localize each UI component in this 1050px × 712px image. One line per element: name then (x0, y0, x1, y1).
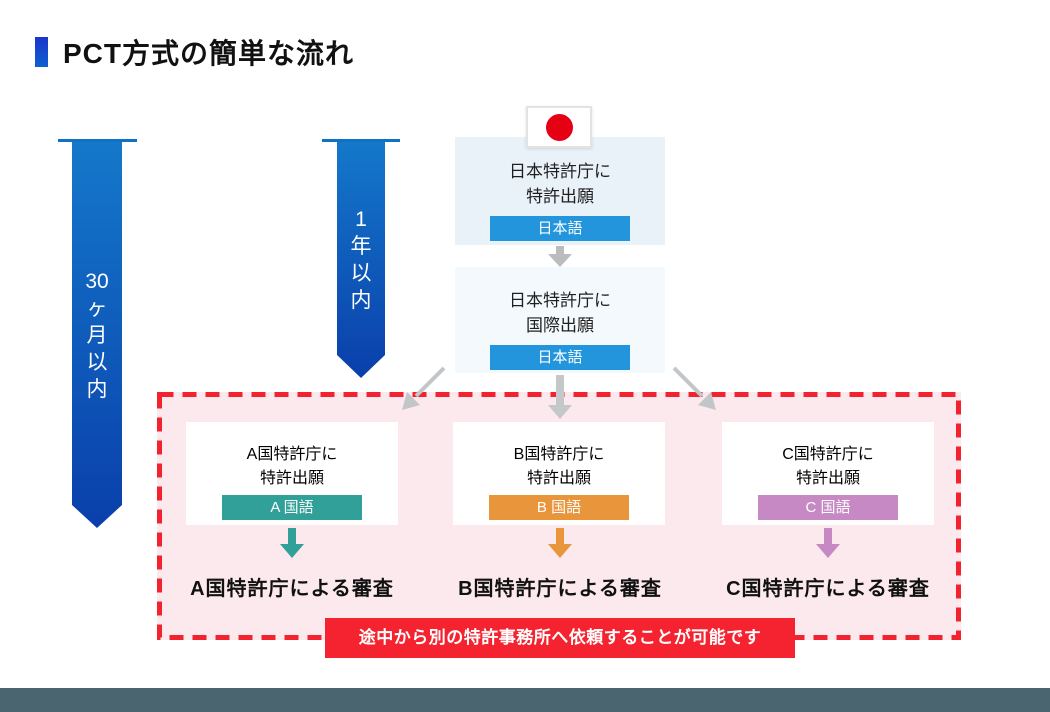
arrow-stem (556, 246, 564, 254)
timeline-30m-char: 月 (86, 323, 108, 347)
box-jp-patent-application: 日本特許庁に 特許出願 日本語 (455, 137, 665, 245)
exam-text-country-b: B国特許庁による審査 (458, 578, 662, 600)
arrow-down-center-icon (548, 375, 572, 419)
timeline-30m-char: ヶ (86, 296, 108, 320)
box-country-b-application: B国特許庁に 特許出願 B 国語 (453, 422, 665, 525)
box-text-line: 国際出願 (526, 316, 594, 335)
timeline-30m-char: 30 (85, 269, 109, 293)
arrow-head (280, 544, 304, 558)
bottom-background-band (0, 688, 1050, 712)
box-text-line: 特許出願 (526, 187, 594, 206)
language-badge-country-a: A 国語 (222, 495, 362, 520)
arrow-stem (556, 375, 564, 405)
arrow-down-icon (548, 246, 572, 267)
arrow-head (816, 544, 840, 558)
language-badge-country-b: B 国語 (489, 495, 629, 520)
box-jp-international-application: 日本特許庁に 国際出願 日本語 (455, 267, 665, 373)
arrow-country-b-icon (548, 528, 572, 558)
timeline-30m-cap (58, 139, 137, 142)
japan-flag-sun (545, 113, 573, 141)
timeline-1y-char: 年 (350, 235, 372, 258)
timeline-1y-char: 以 (350, 262, 372, 285)
arrow-head (548, 544, 572, 558)
timeline-1-year-arrow: 1 年 以 内 (337, 142, 385, 378)
box-text-line: 特許出願 (795, 470, 860, 487)
box-text-line: 特許出願 (259, 470, 324, 487)
timeline-1y-char: 内 (350, 289, 372, 312)
arrow-country-a-icon (280, 528, 304, 558)
exam-text-country-c: C国特許庁による審査 (726, 578, 930, 600)
arrow-head (548, 254, 572, 267)
box-text-line: B国特許庁に (513, 446, 605, 463)
language-badge-country-c: C 国語 (758, 495, 898, 520)
timeline-30-months-arrow: 30 ヶ 月 以 内 (72, 142, 122, 528)
arrow-head (548, 405, 572, 419)
timeline-30m-char: 以 (86, 350, 108, 374)
arrow-stem (556, 528, 564, 544)
box-text-line: 日本特許庁に (509, 291, 611, 310)
box-country-a-application: A国特許庁に 特許出願 A 国語 (186, 422, 398, 525)
arrow-diagonal-right-icon (672, 366, 716, 410)
language-badge-japanese: 日本語 (490, 345, 630, 370)
box-text-line: C国特許庁に (782, 446, 874, 463)
box-text-line: A国特許庁に (246, 446, 338, 463)
arrow-stem (824, 528, 832, 544)
note-banner: 途中から別の特許事務所へ依頼することが可能です (325, 618, 795, 658)
timeline-30m-char: 内 (86, 377, 108, 401)
box-text-line: 特許出願 (526, 470, 591, 487)
exam-text-country-a: A国特許庁による審査 (190, 578, 394, 600)
timeline-1y-char: 1 (355, 208, 367, 231)
timeline-1y-cap (322, 139, 400, 142)
box-country-c-application: C国特許庁に 特許出願 C 国語 (722, 422, 934, 525)
arrow-stem (288, 528, 296, 544)
box-text-line: 日本特許庁に (509, 162, 611, 181)
page-title: PCT方式の簡単な流れ (63, 38, 355, 69)
arrow-diagonal-left-icon (402, 366, 446, 410)
language-badge-japanese: 日本語 (490, 216, 630, 241)
japan-flag-icon (526, 106, 592, 148)
title-marker-icon (35, 37, 48, 67)
page-header: PCT方式の簡単な流れ (35, 32, 354, 72)
arrow-country-c-icon (816, 528, 840, 558)
